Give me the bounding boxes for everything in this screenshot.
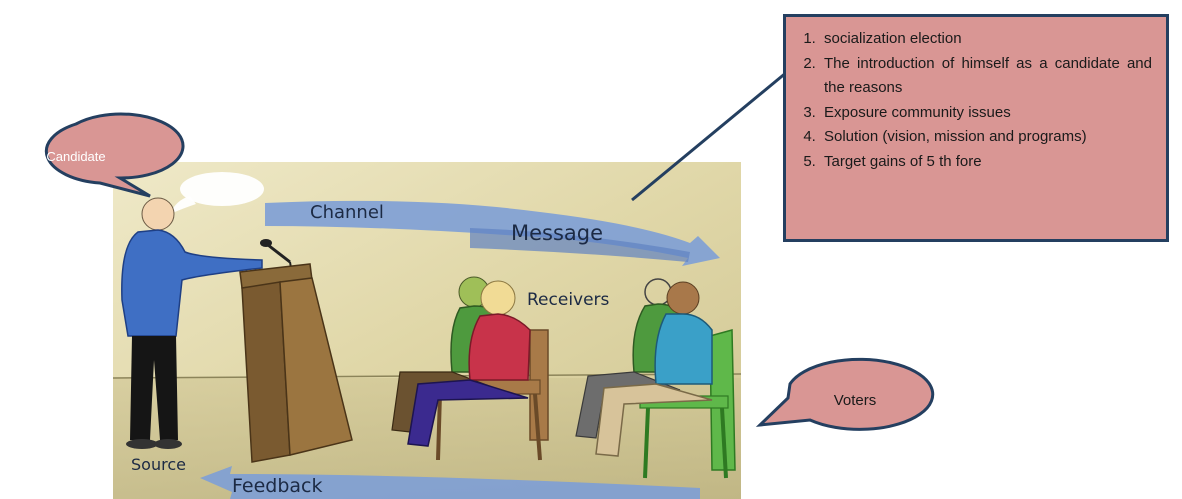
message-list-item: Solution (vision, mission and programs) (820, 125, 1152, 150)
candidate-callout-shape (44, 112, 185, 198)
speech-bubble (180, 172, 264, 206)
source-label: Source (131, 455, 186, 474)
feedback-label: Feedback (232, 475, 322, 497)
audience-group-left (391, 276, 549, 461)
message-list-item: Exposure community issues (820, 101, 1152, 126)
voters-callout-shape (755, 357, 935, 431)
speaker-figure (121, 197, 263, 449)
podium (239, 263, 353, 463)
message-arrow-band (470, 228, 690, 262)
channel-label: Channel (310, 202, 384, 223)
message-list-item: The introduction of himself as a candida… (820, 52, 1152, 101)
message-list-item: socialization election (820, 27, 1152, 52)
message-label: Message (511, 221, 603, 245)
feedback-arrow (200, 466, 700, 499)
voters-callout: Voters (833, 391, 877, 409)
candidate-callout: Candidate (46, 148, 106, 164)
audience-group-right (575, 278, 736, 479)
receivers-label: Receivers (527, 290, 610, 310)
message-list-item: Target gains of 5 th fore (820, 150, 1152, 175)
message-box-connector (631, 70, 788, 202)
message-list-box: socialization election The introduction … (783, 14, 1169, 242)
message-list: socialization election The introduction … (792, 27, 1152, 174)
